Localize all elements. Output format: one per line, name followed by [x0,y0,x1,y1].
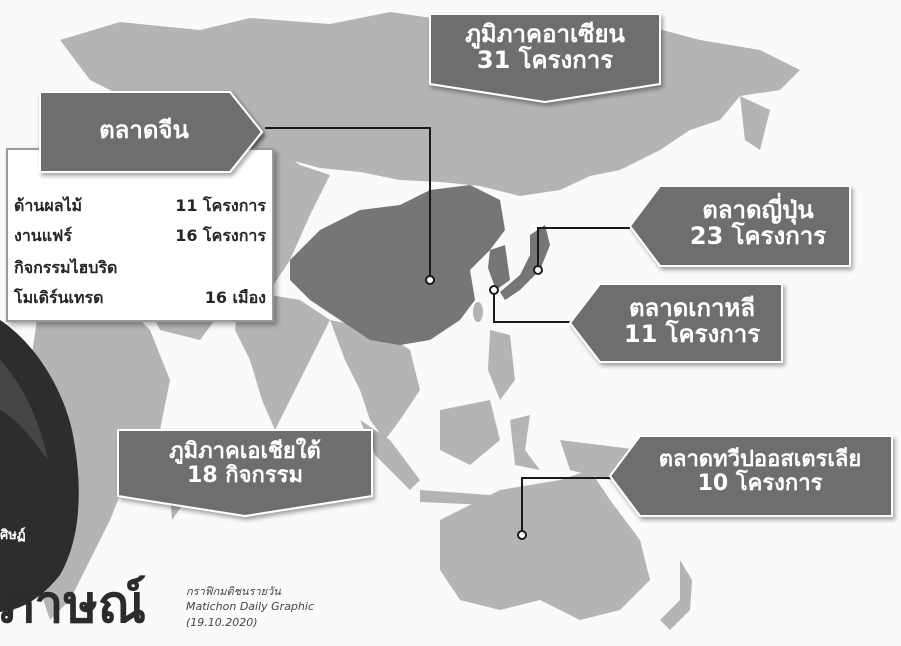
new-zealand [660,560,692,630]
china-row-moderntrade-value: 16 เมือง [204,288,266,307]
kamchatka [740,96,770,150]
china-row-moderntrade-name: โมเดิร์นเทรด [14,288,104,307]
japan-leader-line [537,227,630,270]
taiwan [473,302,483,322]
sulawesi [510,415,540,470]
korea-label-line2: 11 โครงการ [623,319,761,348]
australia-dot [517,530,527,540]
india [235,290,330,430]
australia-label-line2: 10 โครงการ [697,470,823,496]
china-detail-panel: ด้านผลไม้ 11 โครงการ งานแฟร์ 16 โครงการ … [6,148,274,322]
china-row-fruit-name: ด้านผลไม้ [14,196,83,215]
china-row-moderntrade: โมเดิร์นเทรด 16 เมือง [14,286,266,311]
korea-highlight [488,245,510,290]
japan-label-box [628,185,851,267]
borneo [440,400,500,465]
name-fragment: ศิษฏ์ [0,528,26,543]
korea-label-box [568,283,783,363]
china-label: ตลาดจีน [44,116,244,144]
south-asia-label: ภูมิภาคเอเชียใต้ 18 กิจกรรม [124,440,366,488]
asean-label-box [429,13,661,104]
korea-dot [489,285,499,295]
credit-line1: กราฟิกมติชนรายวัน [186,585,281,598]
australia-label-box [608,435,893,517]
asean-label: ภูมิภาคอาเซียน 31 โครงการ [440,20,650,74]
australia-leader-line [521,477,610,535]
china-row-hybrid: กิจกรรมไฮบริด [14,256,266,281]
asean-label-line1: ภูมิภาคอาเซียน [465,20,625,48]
china-dot [425,275,435,285]
credit-line2: Matichon Daily Graphic [186,600,314,614]
credit-line3: (19.10.2020) [186,615,258,629]
japan-label-line1: ตลาดญี่ปุ่น [702,196,814,224]
australia-label-line1: ตลาดทวีปออสเตรเลีย [658,447,862,472]
china-highlight [290,185,505,345]
korea-label: ตลาดเกาหลี 11 โครงการ [604,294,780,348]
headline-fragment: ภาษณ์ [0,575,146,635]
southeast-asia-mainland [330,320,420,440]
china-row-fruit-value: 11 โครงการ [175,196,266,215]
china-row-fair-value: 16 โครงการ [175,226,266,245]
china-label-title: ตลาดจีน [99,116,189,144]
australia [440,470,650,620]
china-row-hybrid-name: กิจกรรมไฮบริด [14,258,118,277]
china-row-fruit: ด้านผลไม้ 11 โครงการ [14,194,266,219]
graphic-credit: กราฟิกมติชนรายวัน Matichon Daily Graphic… [186,584,314,630]
japan-label-line2: 23 โครงการ [689,221,827,250]
japan-dot [533,265,543,275]
south-asia-label-line1: ภูมิภาคเอเชียใต้ [169,439,321,464]
china-leader-line [265,127,431,280]
south-asia-label-line2: 18 กิจกรรม [187,462,303,488]
philippines [488,330,515,400]
china-label-box-overlay [39,91,264,173]
china-row-fair-name: งานแฟร์ [14,226,72,245]
japan-label: ตลาดญี่ปุ่น 23 โครงการ [668,196,848,250]
australia-label: ตลาดทวีปออสเตรเลีย 10 โครงการ [630,448,890,496]
china-row-fair: งานแฟร์ 16 โครงการ [14,224,266,249]
portrait-highlight [0,360,48,460]
asean-label-line2: 31 โครงการ [476,45,614,74]
java [420,490,490,505]
korea-leader-line [493,290,572,323]
korea-label-line1: ตลาดเกาหลี [628,294,756,322]
south-asia-label-box [117,429,373,518]
sumatra [360,420,420,490]
